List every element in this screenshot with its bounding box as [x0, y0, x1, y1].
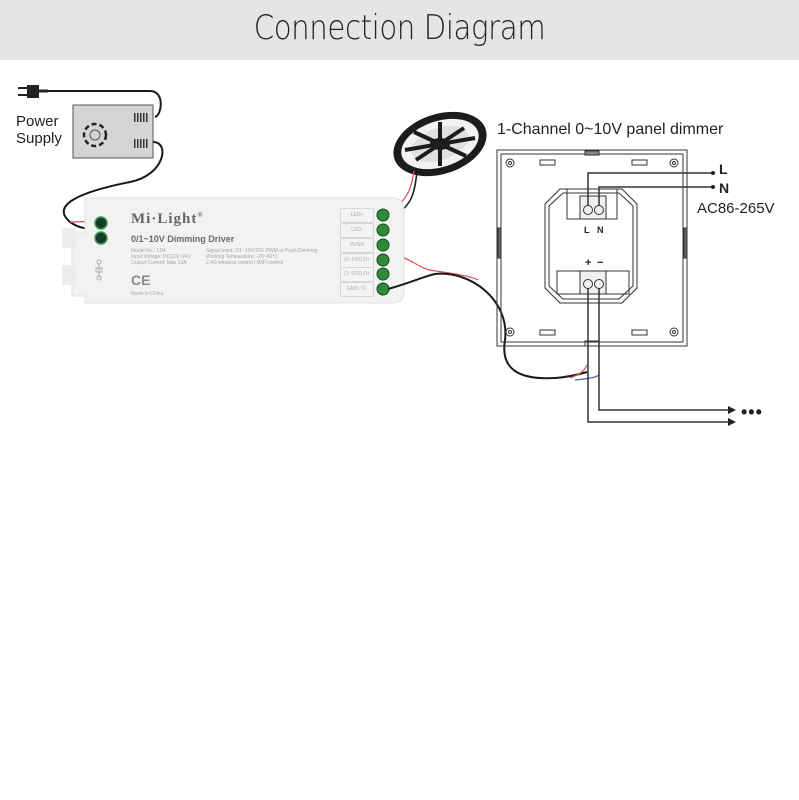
spec-line: 2.4G wireless control / WiFi control [206, 260, 284, 266]
dimming-driver [62, 197, 405, 304]
dimming-signal-red-end [569, 364, 588, 379]
power-supply [72, 104, 154, 159]
continuation-wire-minus [598, 288, 730, 411]
output-terminals [376, 208, 390, 296]
mains-wire-n [598, 186, 713, 206]
driver-specs-right: Signal Input: 0/1~10V/10V PWM or Push Di… [206, 248, 318, 266]
spec-line: Output Current: Max 12A [131, 260, 187, 266]
ce-mark-icon: CE [131, 272, 151, 288]
continuation-ellipsis: ••• [741, 402, 763, 422]
header-bar: Connection Diagram [0, 0, 799, 60]
mains-wire-l [587, 172, 713, 206]
vent-icon [134, 113, 148, 148]
mains-cable [48, 90, 162, 118]
driver-specs-left: Model No.: LS4 Input Voltage: DC12V~24V … [131, 248, 191, 266]
terminal-label-1-10v: (1~10V) D+ [340, 267, 374, 282]
terminal-v-minus [94, 231, 108, 245]
page-title: Connection Diagram [253, 8, 546, 48]
terminal-label-gnd: GND / D- [340, 282, 374, 297]
mains-plug-icon [18, 85, 48, 98]
driver-product-name: 0/1~10V Dimming Driver [131, 234, 235, 244]
terminal-label-led-plus: LED+ [340, 208, 374, 223]
spec-line: Working Temperature: -20~40℃ [206, 254, 278, 260]
spec-line: Input Voltage: DC12V~24V [131, 254, 191, 260]
dimming-signal-blue-end [574, 374, 600, 381]
arrow-head-icon [728, 418, 736, 426]
terminal-label-0-10v: (0~10V) D+ [340, 253, 374, 268]
dimming-signal-red-wire [403, 257, 479, 281]
continuation-wire-plus [587, 288, 730, 423]
brand-name: Mi·Light [131, 211, 198, 227]
power-supply-label-line1: Power [16, 113, 59, 130]
mains-l-label: L [719, 161, 728, 177]
power-supply-label-line2: Supply [16, 130, 62, 147]
led-strip-reel [393, 111, 487, 177]
fan-icon [82, 122, 108, 148]
terminal-label-led-minus: LED- [340, 223, 374, 238]
power-supply-label: Power Supply [16, 113, 62, 147]
panel-dimmer [496, 149, 688, 347]
terminal-v-plus [94, 216, 108, 230]
dimmer-terminal-minus-label: − [597, 257, 604, 269]
mains-voltage-label: AC86-265V [697, 200, 775, 217]
dimming-signal-cable [387, 272, 588, 380]
driver-brand: Mi·Light® [131, 211, 204, 228]
dimmer-terminal-l-label: L [584, 225, 590, 235]
arrow-head-icon [728, 406, 736, 414]
spec-line: Signal Input: 0/1~10V/10V PWM or Push Di… [206, 248, 318, 254]
dimmer-terminal-n-label: N [597, 225, 604, 235]
dimmer-terminal-plus-label: + [585, 257, 592, 269]
mains-n-label: N [719, 180, 730, 196]
terminal-label-push: PUSH [340, 238, 374, 253]
spec-line: Model No.: LS4 [131, 248, 166, 254]
made-in-label: Made in China [131, 291, 164, 297]
registered-mark: ® [197, 211, 204, 219]
psu-output-cable [62, 141, 164, 230]
dip-switch-icon [95, 259, 103, 281]
dimmer-title: 1-Channel 0~10V panel dimmer [497, 121, 724, 138]
